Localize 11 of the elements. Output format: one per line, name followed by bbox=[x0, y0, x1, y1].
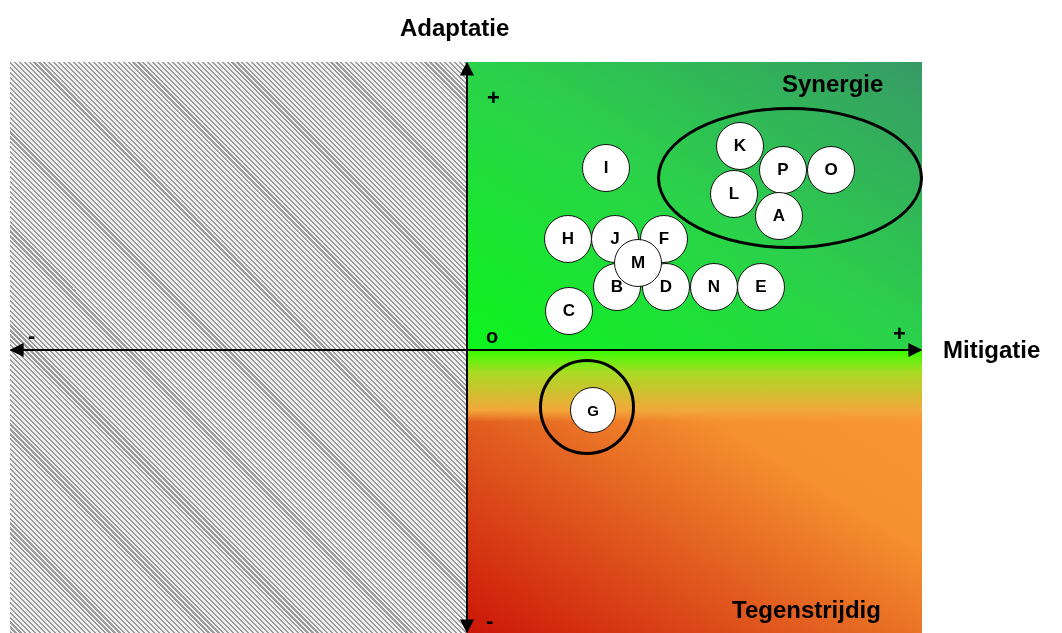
axis-label: Synergie bbox=[782, 72, 884, 96]
axis-label: o bbox=[486, 326, 499, 346]
axis-label: + bbox=[893, 323, 906, 345]
axis-label: Adaptatie bbox=[400, 16, 510, 40]
grouping-circle bbox=[539, 359, 635, 455]
axis-label: - bbox=[28, 325, 36, 347]
axis-label: + bbox=[487, 87, 500, 109]
axis-label: - bbox=[486, 610, 494, 632]
axis-label: Mitigatie bbox=[943, 338, 1041, 362]
axis-label: Tegenstrijdig bbox=[732, 598, 881, 622]
grouping-ellipse bbox=[657, 107, 923, 249]
